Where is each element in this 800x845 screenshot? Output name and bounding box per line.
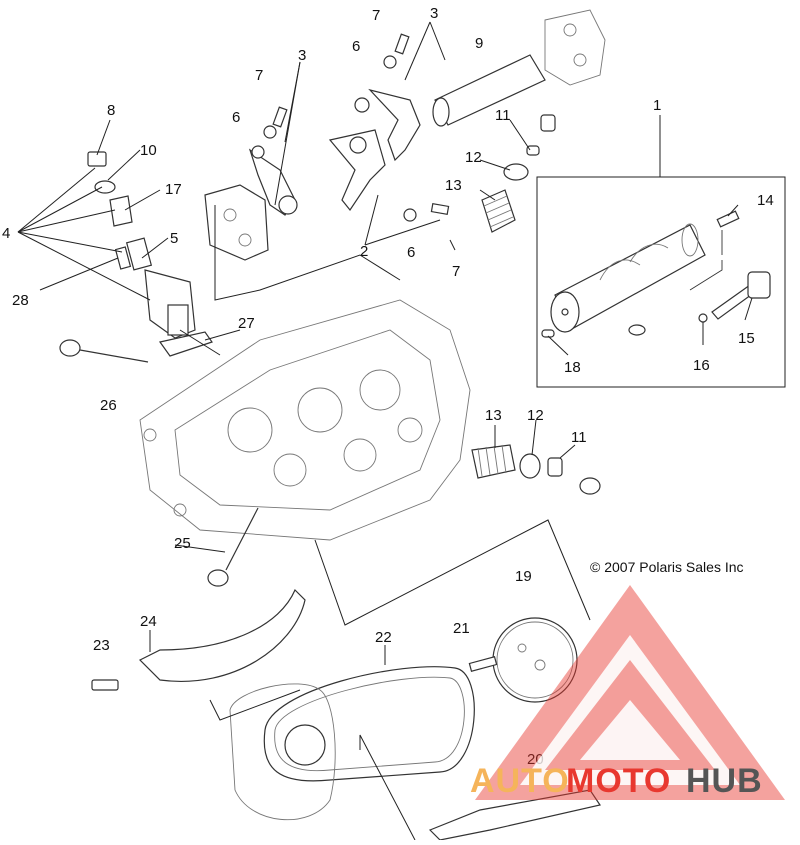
- spring-retainer-upper: [503, 163, 529, 181]
- chain-guide: [138, 588, 306, 682]
- callout-28: 28: [12, 292, 29, 309]
- decompressor-shaft: [711, 271, 771, 320]
- tensioner-washer: [94, 180, 116, 194]
- callout-11: 11: [495, 107, 511, 124]
- crank-sprocket: [284, 724, 326, 766]
- rocker-arm-top: [354, 88, 421, 162]
- callout-7c: 7: [452, 263, 460, 280]
- callout-3: 3: [298, 47, 306, 64]
- tensioner-plunger: [125, 237, 153, 271]
- rocker-holder: [204, 184, 269, 261]
- valve-spring-upper: [481, 189, 516, 233]
- watermark-logo: [475, 585, 785, 800]
- chain-tensioner: [144, 269, 196, 339]
- camshaft: [550, 210, 740, 333]
- callout-21: 21: [453, 620, 470, 637]
- rocker-arm-left: [248, 145, 298, 216]
- guide-bolt: [91, 679, 119, 691]
- valve-spring-lower: [471, 444, 516, 479]
- crankcase-outline: [229, 683, 336, 821]
- callout-23: 23: [93, 637, 110, 654]
- callout-6c: 6: [407, 244, 415, 261]
- small-pin: [698, 313, 708, 323]
- callout-14: 14: [757, 192, 774, 209]
- callout-26: 26: [100, 397, 117, 414]
- watermark-text-auto: AUTO: [470, 762, 570, 800]
- callout-22: 22: [375, 629, 392, 646]
- tensioner-gasket: [158, 331, 213, 357]
- callout-12b: 12: [527, 407, 544, 424]
- rocker-support: [544, 9, 606, 86]
- tensioner-spring: [109, 195, 133, 227]
- camshaft-group-box: [536, 176, 786, 388]
- callout-1: 1: [653, 97, 661, 114]
- callout-13b: 13: [485, 407, 502, 424]
- callout-7b: 7: [372, 7, 380, 24]
- callout-25: 25: [174, 535, 191, 552]
- rocker-shaft: [432, 54, 546, 127]
- rocker-arm-center: [328, 129, 386, 212]
- callout-15: 15: [738, 330, 755, 347]
- adjust-screw-c: [430, 202, 450, 216]
- watermark-text-moto: MOTO: [566, 762, 671, 800]
- watermark-text-hub: HUB: [686, 762, 763, 800]
- callout-27: 27: [238, 315, 255, 332]
- cap-lower: [579, 477, 601, 495]
- callout-2: 2: [360, 243, 368, 260]
- tensioner-mount-bolt: [114, 246, 132, 270]
- callout-4: 4: [2, 225, 10, 242]
- callout-12: 12: [465, 149, 482, 166]
- sprocket-bolt: [468, 656, 498, 672]
- callout-5: 5: [170, 230, 178, 247]
- copyright-text: © 2007 Polaris Sales Inc: [590, 559, 744, 575]
- valve-keeper-lower: [547, 457, 563, 477]
- dowel-pin: [541, 329, 555, 338]
- callout-6b: 6: [352, 38, 360, 55]
- cylinder-head: [139, 299, 471, 541]
- intake-valve: [59, 339, 149, 363]
- adjust-nut-b: [383, 55, 397, 69]
- callout-7: 7: [255, 67, 263, 84]
- adjust-screw-a: [272, 106, 288, 128]
- exhaust-valve: [207, 507, 259, 587]
- callout-13: 13: [445, 177, 462, 194]
- callout-24: 24: [140, 613, 157, 630]
- adjust-screw-b: [394, 33, 410, 55]
- adjust-nut-a: [263, 125, 277, 139]
- camshaft-washer: [628, 324, 646, 336]
- spring-retainer-lower: [519, 453, 541, 479]
- watermark-text: AUTO MOTO HUB: [470, 762, 763, 800]
- adjust-nut-c: [403, 208, 417, 222]
- valve-keeper-upper: [526, 145, 540, 156]
- callout-6: 6: [232, 109, 240, 126]
- callout-8: 8: [107, 102, 115, 119]
- callout-19: 19: [515, 568, 532, 585]
- callout-11b: 11: [571, 429, 587, 446]
- callout-17: 17: [165, 181, 182, 198]
- callout-10: 10: [140, 142, 157, 159]
- cap-upper: [540, 114, 556, 132]
- callout-3b: 3: [430, 5, 438, 22]
- callout-18: 18: [564, 359, 581, 376]
- callout-16: 16: [693, 357, 710, 374]
- tensioner-bolt: [87, 151, 107, 167]
- callout-9: 9: [475, 35, 483, 52]
